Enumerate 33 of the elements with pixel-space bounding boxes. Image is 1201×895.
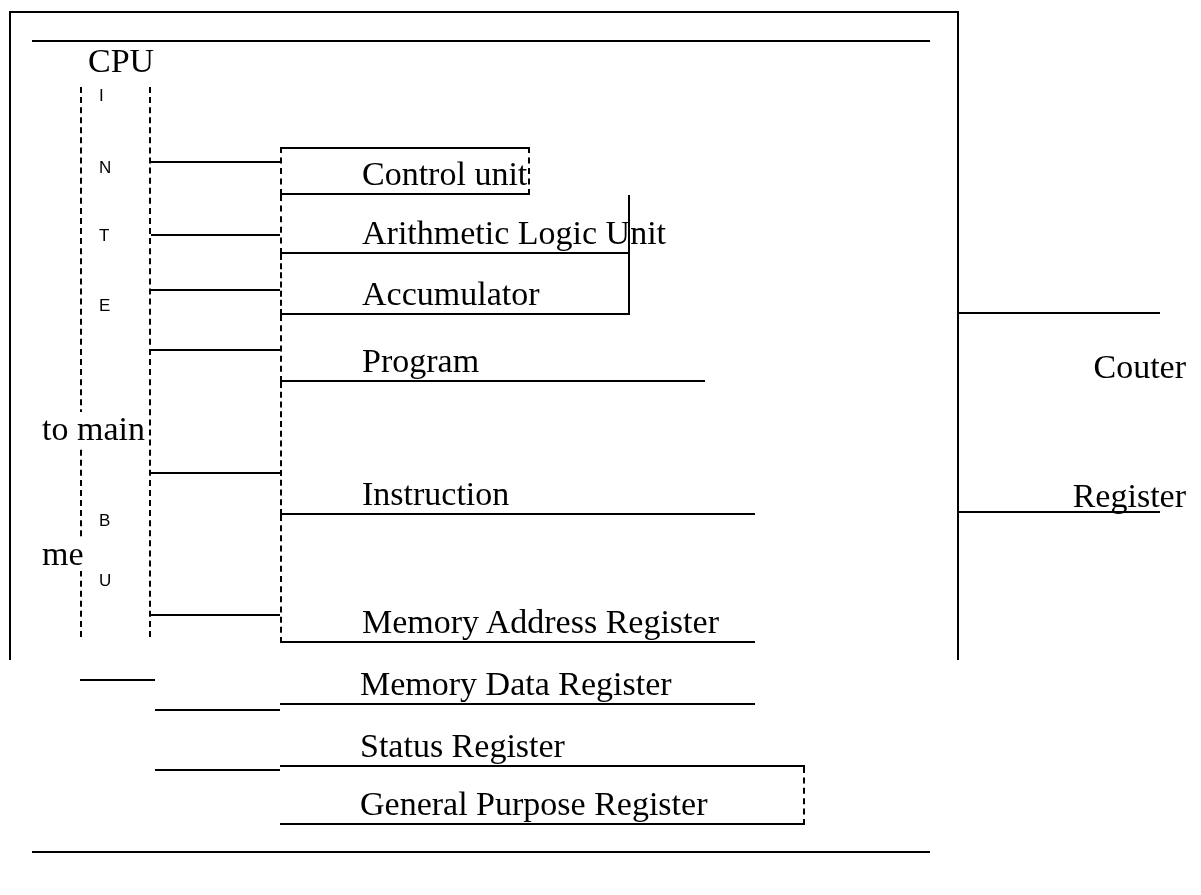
connector-line bbox=[154, 709, 281, 711]
register-name: Register bbox=[1072, 479, 1186, 513]
bus-letter: E bbox=[99, 297, 111, 314]
register-name: Couter bbox=[1093, 350, 1186, 384]
register-box bbox=[280, 147, 530, 195]
connector-line bbox=[150, 289, 281, 291]
register-box bbox=[280, 254, 630, 315]
register-name: Instruction bbox=[362, 477, 510, 511]
bus-letter: B bbox=[99, 512, 111, 529]
register-box bbox=[280, 515, 755, 643]
connector-line bbox=[150, 349, 281, 351]
register-name: General Purpose Register bbox=[360, 787, 708, 821]
register-box bbox=[280, 767, 805, 825]
register-name: Memory Data Register bbox=[360, 667, 672, 701]
register-name: Control unit bbox=[362, 157, 528, 191]
bus-letter: T bbox=[99, 227, 110, 244]
connector-line bbox=[150, 161, 281, 163]
bus-letter: U bbox=[99, 572, 112, 589]
bus-letter: N bbox=[99, 159, 112, 176]
register-box bbox=[280, 315, 705, 382]
register-box bbox=[280, 382, 755, 515]
register-name: Accumulator bbox=[362, 277, 540, 311]
connector-line bbox=[154, 769, 281, 771]
cpu-title: CPU bbox=[88, 44, 155, 78]
text-label: to main bbox=[42, 412, 145, 446]
text-label: me bbox=[42, 537, 84, 571]
connector-line bbox=[150, 614, 281, 616]
connector-line bbox=[150, 472, 281, 474]
register-name: Status Register bbox=[360, 729, 565, 763]
register-name: Program bbox=[362, 344, 480, 378]
bus-letter: I bbox=[99, 87, 104, 104]
register-name: Memory Address Register bbox=[362, 605, 719, 639]
connector-line bbox=[150, 234, 281, 236]
